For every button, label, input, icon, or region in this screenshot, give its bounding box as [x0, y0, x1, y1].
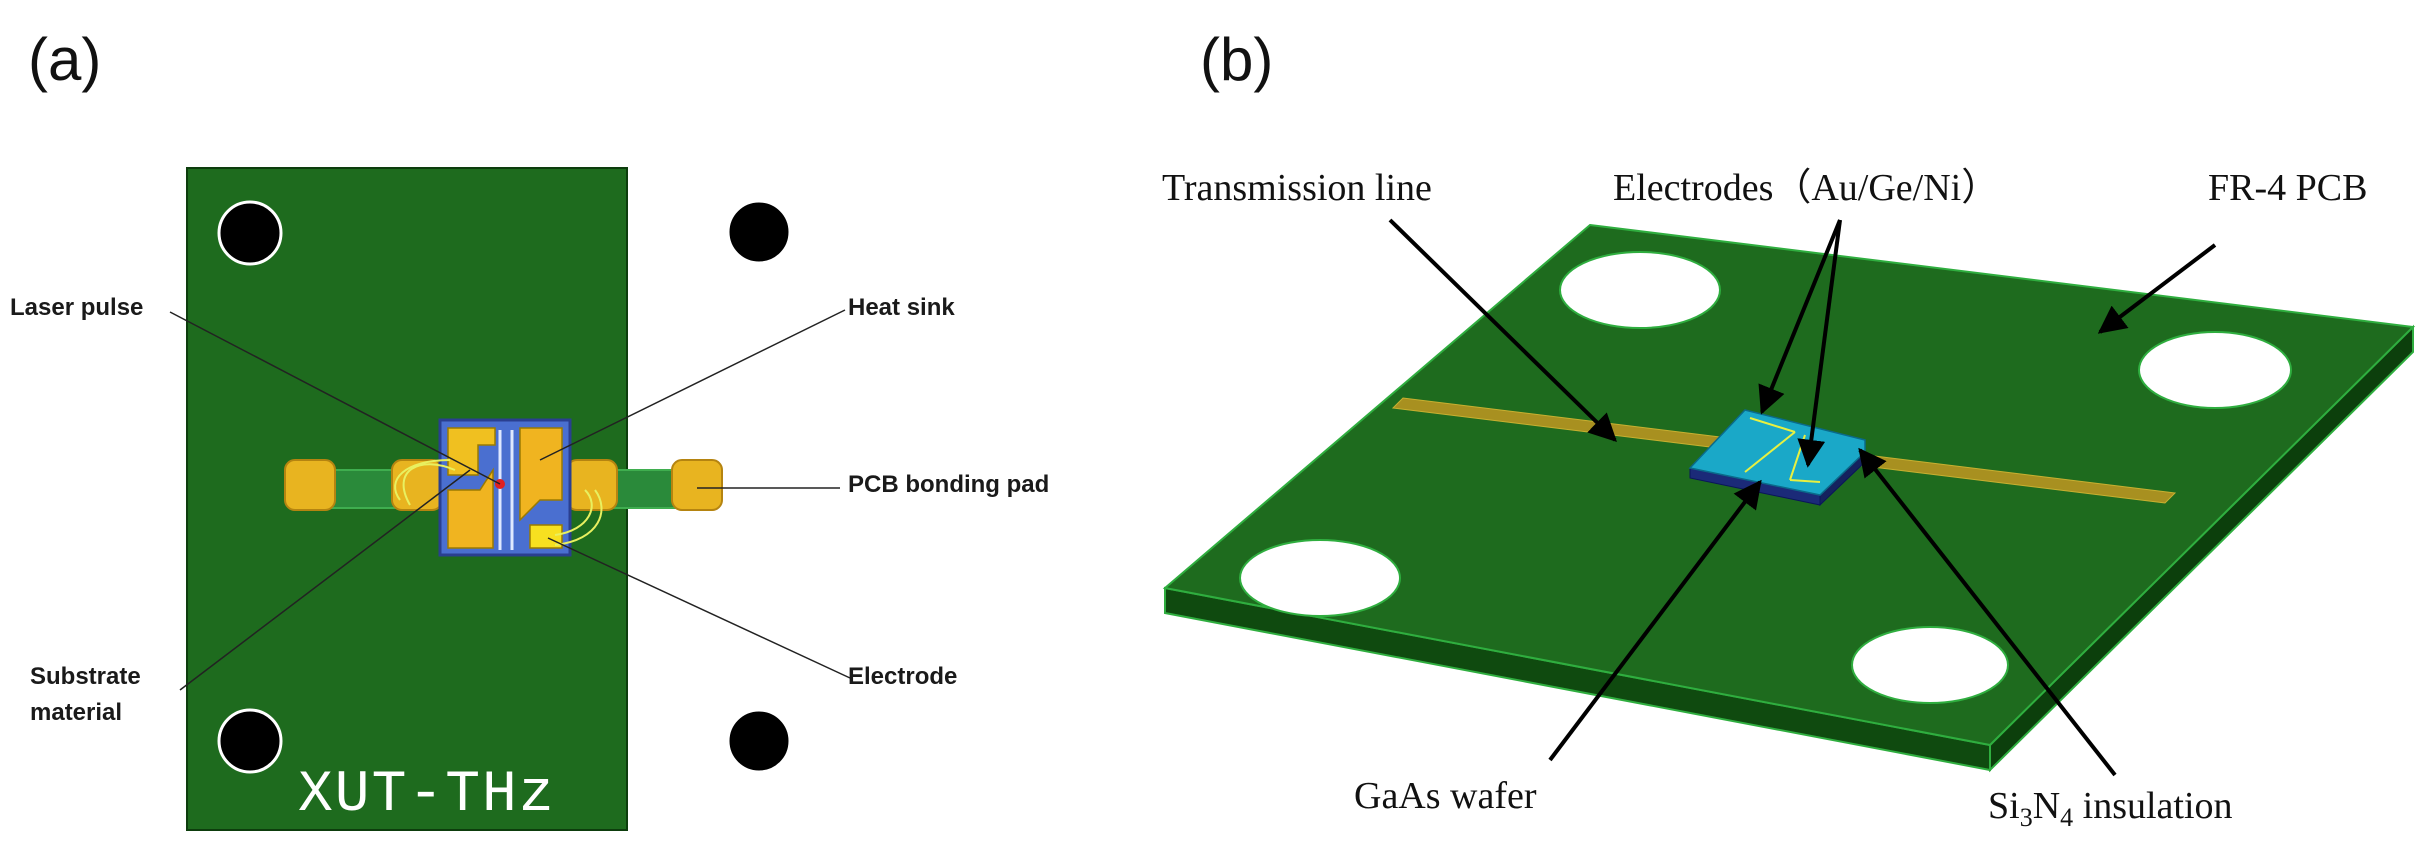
label-substrate-line2: material — [30, 699, 122, 726]
electrode-right-lower — [529, 524, 563, 549]
si3n4-top-surface — [1688, 409, 1866, 496]
pcb-hole-front — [1851, 626, 2009, 704]
pcb-hole-right — [2138, 331, 2292, 409]
label-electrodes: Electrodes（Au/Ge/Ni） — [1613, 167, 1999, 209]
label-transmission-line: Transmission line — [1162, 167, 1432, 209]
si3n4-part-n: N — [2033, 785, 2060, 827]
arrow-si3n4 — [1858, 447, 2117, 777]
label-si3n4-insulation: Si3N4 insulation — [1988, 785, 2233, 832]
panel-b-label: (b) — [1200, 26, 1273, 93]
leader-substrate — [179, 469, 471, 691]
bond-wire-left — [402, 463, 456, 506]
leader-electrode — [547, 537, 851, 679]
si3n4-part-si: Si — [1988, 785, 2020, 827]
label-heat-sink: Heat sink — [848, 294, 955, 321]
bonding-pad-right-outer — [671, 459, 723, 511]
label-fr4-pcb: FR-4 PCB — [2208, 167, 2367, 209]
arrow-gaas-wafer — [1548, 479, 1762, 762]
label-pcb-bonding-pad: PCB bonding pad — [848, 471, 1049, 498]
label-laser-pulse: Laser pulse — [10, 294, 143, 321]
bond-wire-left-2 — [394, 459, 451, 501]
arrow-transmission-line — [1388, 218, 1618, 442]
panel-a-label: (a) — [28, 26, 101, 93]
bonding-pad-left-inner — [391, 459, 443, 511]
label-substrate-line1: Substrate — [30, 663, 141, 690]
bond-wire-right — [554, 489, 593, 536]
arrow-electrodes-1 — [1758, 219, 1842, 415]
label-gaas-wafer: GaAs wafer — [1354, 775, 1537, 817]
mounting-hole-bottom-left — [217, 708, 283, 774]
electrode-trace-2 — [1744, 431, 1796, 473]
si3n4-subscript-3: 3 — [2020, 803, 2033, 832]
electrode-left-lower — [447, 467, 494, 549]
arrow-fr4-pcb — [2097, 243, 2217, 334]
mounting-hole-bottom-right — [726, 708, 792, 774]
electrode-right-upper — [519, 427, 563, 522]
leader-heat-sink — [539, 309, 846, 461]
bond-wire-right-2 — [554, 489, 603, 546]
si3n4-subscript-4: 4 — [2060, 803, 2073, 832]
mounting-hole-top-left — [217, 200, 283, 266]
electrode-trace-4 — [1789, 479, 1821, 483]
bonding-pad-left-outer — [284, 459, 336, 511]
pcb-hole-back — [1559, 251, 1721, 329]
brand-text: XUT-THz — [298, 763, 556, 828]
label-electrode: Electrode — [848, 663, 957, 690]
mounting-hole-top-right — [726, 199, 792, 265]
si3n4-part-insulation: insulation — [2073, 785, 2232, 827]
leader-laser-pulse — [169, 311, 501, 485]
electrode-trace-1 — [1749, 417, 1796, 433]
arrow-electrodes-2 — [1797, 219, 1842, 468]
pcb-hole-left — [1239, 539, 1401, 617]
